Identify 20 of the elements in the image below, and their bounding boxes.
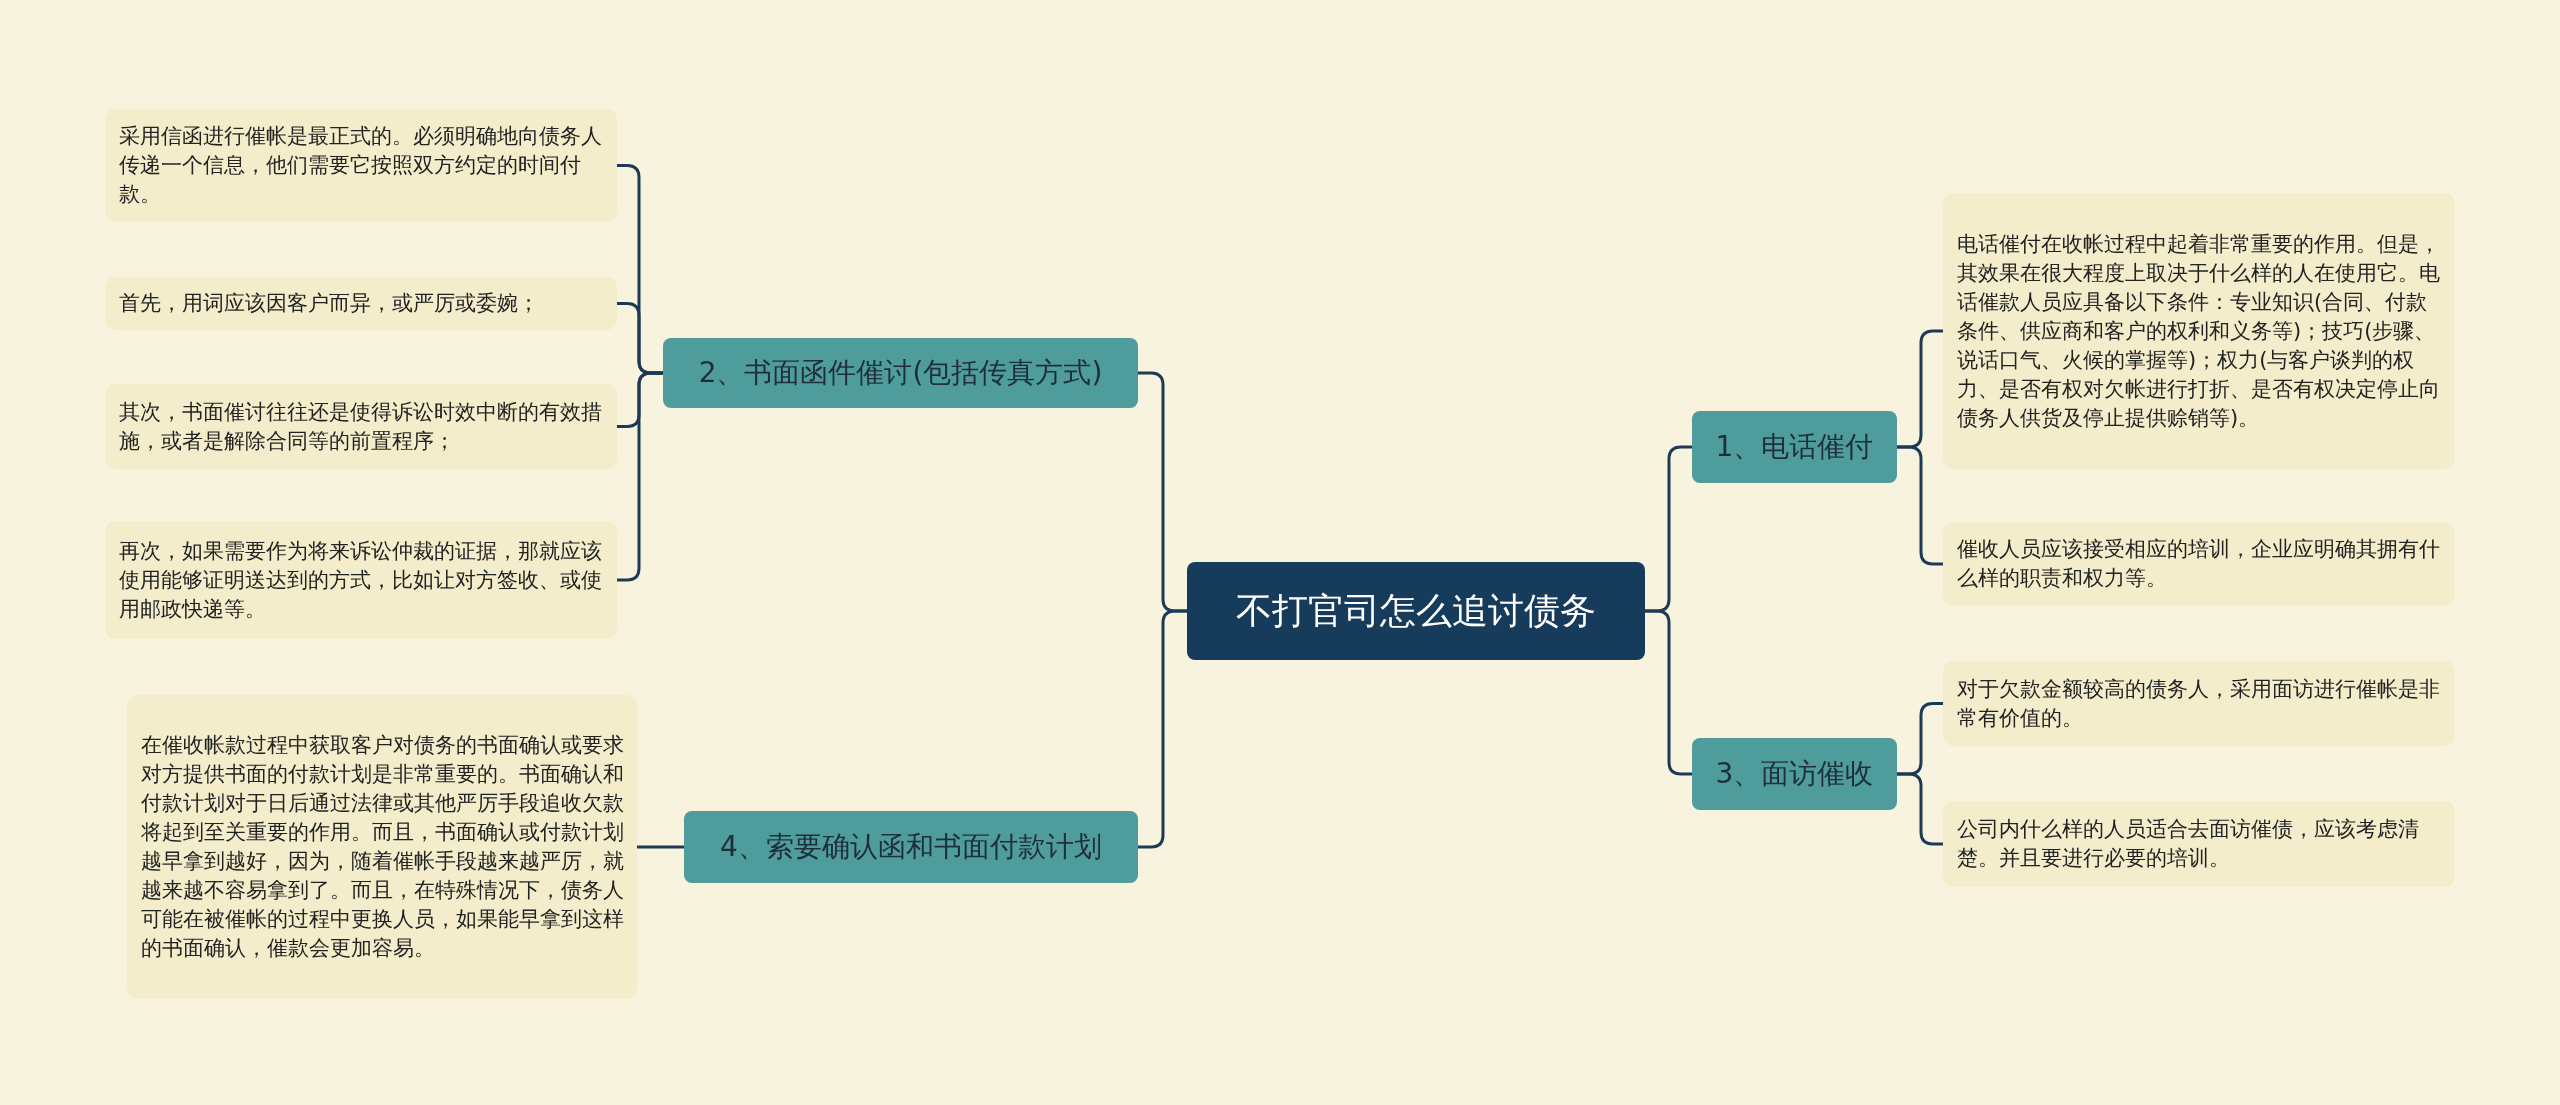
note-box: 在催收帐款过程中获取客户对债务的书面确认或要求对方提供书面的付款计划是非常重要的。书面确认和付款计划对于日后通过法律或其他严厉手段追收欠款将起到至关重要的作用。而且，书面确认或付款计划越早拿到越好，因为，随着催帐手段越来越严厉，就越来越不容易拿到了。而且，在特殊情况下，债务人可能在被催帐的过程中更换人员，如果能早拿到这样的书面确认，催款会更加容易。 xyxy=(127,695,637,999)
connector-line xyxy=(1645,609,1692,776)
note-box: 电话催付在收帐过程中起着非常重要的作用。但是，其效果在很大程度上取决于什么样的人在使用它。电话催款人员应具备以下条件：专业知识(合同、付款条件、供应商和客户的权利和义务等)；技巧(步骤、说话口气、火候的掌握等)；权力(与客户谈判的权力、是否有权对欠帐进行打折、是否有权决定停止向债务人供货及停止提供赊销等)。 xyxy=(1943,193,2455,469)
note-box: 首先，用词应该因客户而异，或严厉或委婉； xyxy=(105,277,617,330)
note-box: 再次，如果需要作为将来诉讼仲裁的证据，那就应该使用能够证明送达到的方式，比如让对方签收、或使用邮政快递等。 xyxy=(105,521,617,639)
branch-topic-box: 4、索要确认函和书面付款计划 xyxy=(684,811,1138,883)
note-box: 采用信函进行催帐是最正式的。必须明确地向债务人传递一个信息，他们需要它按照双方约定的时间付款。 xyxy=(105,109,617,222)
connector-line xyxy=(617,371,663,582)
note-box: 对于欠款金额较高的债务人，采用面访进行催帐是非常有价值的。 xyxy=(1943,661,2455,746)
note-box: 其次，书面催讨往往还是使得诉讼时效中断的有效措施，或者是解除合同等的前置程序； xyxy=(105,384,617,469)
note-box: 公司内什么样的人员适合去面访催债，应该考虑清楚。并且要进行必要的培训。 xyxy=(1943,801,2455,887)
note-box: 催收人员应该接受相应的培训，企业应明确其拥有什么样的职责和权力等。 xyxy=(1943,522,2455,606)
connector-line xyxy=(1897,445,1943,566)
connector-line xyxy=(1897,772,1943,846)
connector-line xyxy=(637,845,684,849)
branch-topic-box: 2、书面函件催讨(包括传真方式) xyxy=(663,338,1138,408)
connector-line xyxy=(1138,609,1187,849)
branch-topic-box: 3、面访催收 xyxy=(1692,738,1897,810)
branch-topic-box: 1、电话催付 xyxy=(1692,411,1897,483)
central-topic-box: 不打官司怎么追讨债务 xyxy=(1187,562,1645,660)
